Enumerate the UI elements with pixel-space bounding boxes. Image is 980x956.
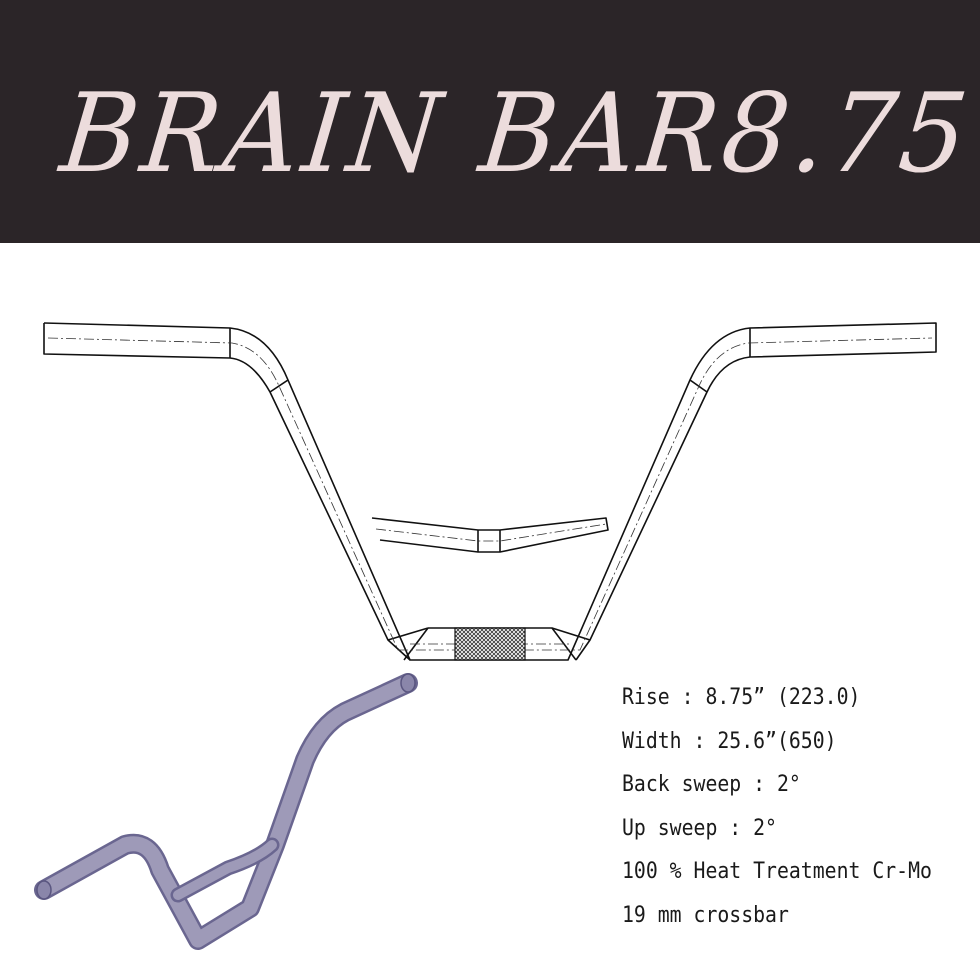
spec-rise: Rise : 8.75” (223.0): [622, 685, 861, 710]
spec-width: Width : 25.6”(650): [622, 728, 837, 754]
product-title: BRAIN BAR8.75: [55, 68, 978, 198]
handlebar-3d-render: [34, 673, 418, 950]
handlebar-outline: [43, 322, 937, 661]
spec-up-sweep: Up sweep : 2°: [622, 815, 777, 841]
spec-material: 100 % Heat Treatment Cr-Mo: [622, 859, 932, 884]
spec-crossbar: 19 mm crossbar: [622, 902, 789, 928]
spec-back-sweep: Back sweep : 2°: [622, 772, 801, 797]
knurled-clamp-area: [454, 627, 526, 661]
title-banner: BRAIN BAR8.75: [0, 0, 980, 243]
handlebar-technical-drawing: [34, 322, 937, 950]
spec-list: Rise : 8.75” (223.0) Width : 25.6”(650) …: [622, 676, 972, 937]
centerlines: [47, 337, 933, 651]
